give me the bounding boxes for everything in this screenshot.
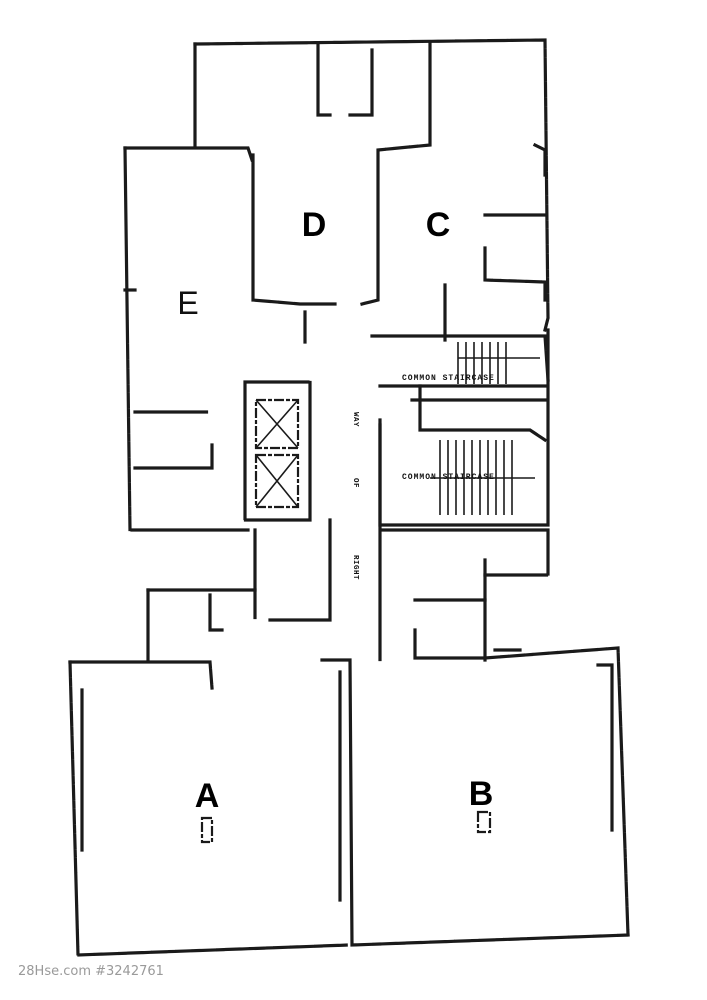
lift-core: [243, 380, 312, 522]
unit-b-label: B: [469, 775, 494, 813]
lower-stair-treads: [430, 440, 535, 515]
common-staircase-lower-label: COMMON STAIRCASE: [402, 473, 495, 482]
upper-stair-treads: [457, 342, 540, 384]
right-of-way-word-right: RIGHT: [351, 555, 359, 580]
walls-top-block: [193, 38, 550, 382]
watermark: 28Hse.com #3242761: [18, 964, 164, 979]
right-of-way-word-of: OF: [351, 478, 359, 488]
walls-middle: [146, 423, 550, 662]
right-of-way-word-way: WAY: [351, 412, 359, 427]
unit-a-label: A: [195, 777, 220, 815]
unit-e-label: E: [177, 285, 198, 321]
unit-d-label: D: [302, 206, 327, 244]
unit-c-label: C: [426, 206, 451, 244]
common-staircase-upper-label: COMMON STAIRCASE: [402, 374, 495, 383]
staircase-block: [378, 328, 550, 527]
walls-units-ab: [68, 646, 630, 957]
walls-unit-e: [123, 146, 255, 532]
